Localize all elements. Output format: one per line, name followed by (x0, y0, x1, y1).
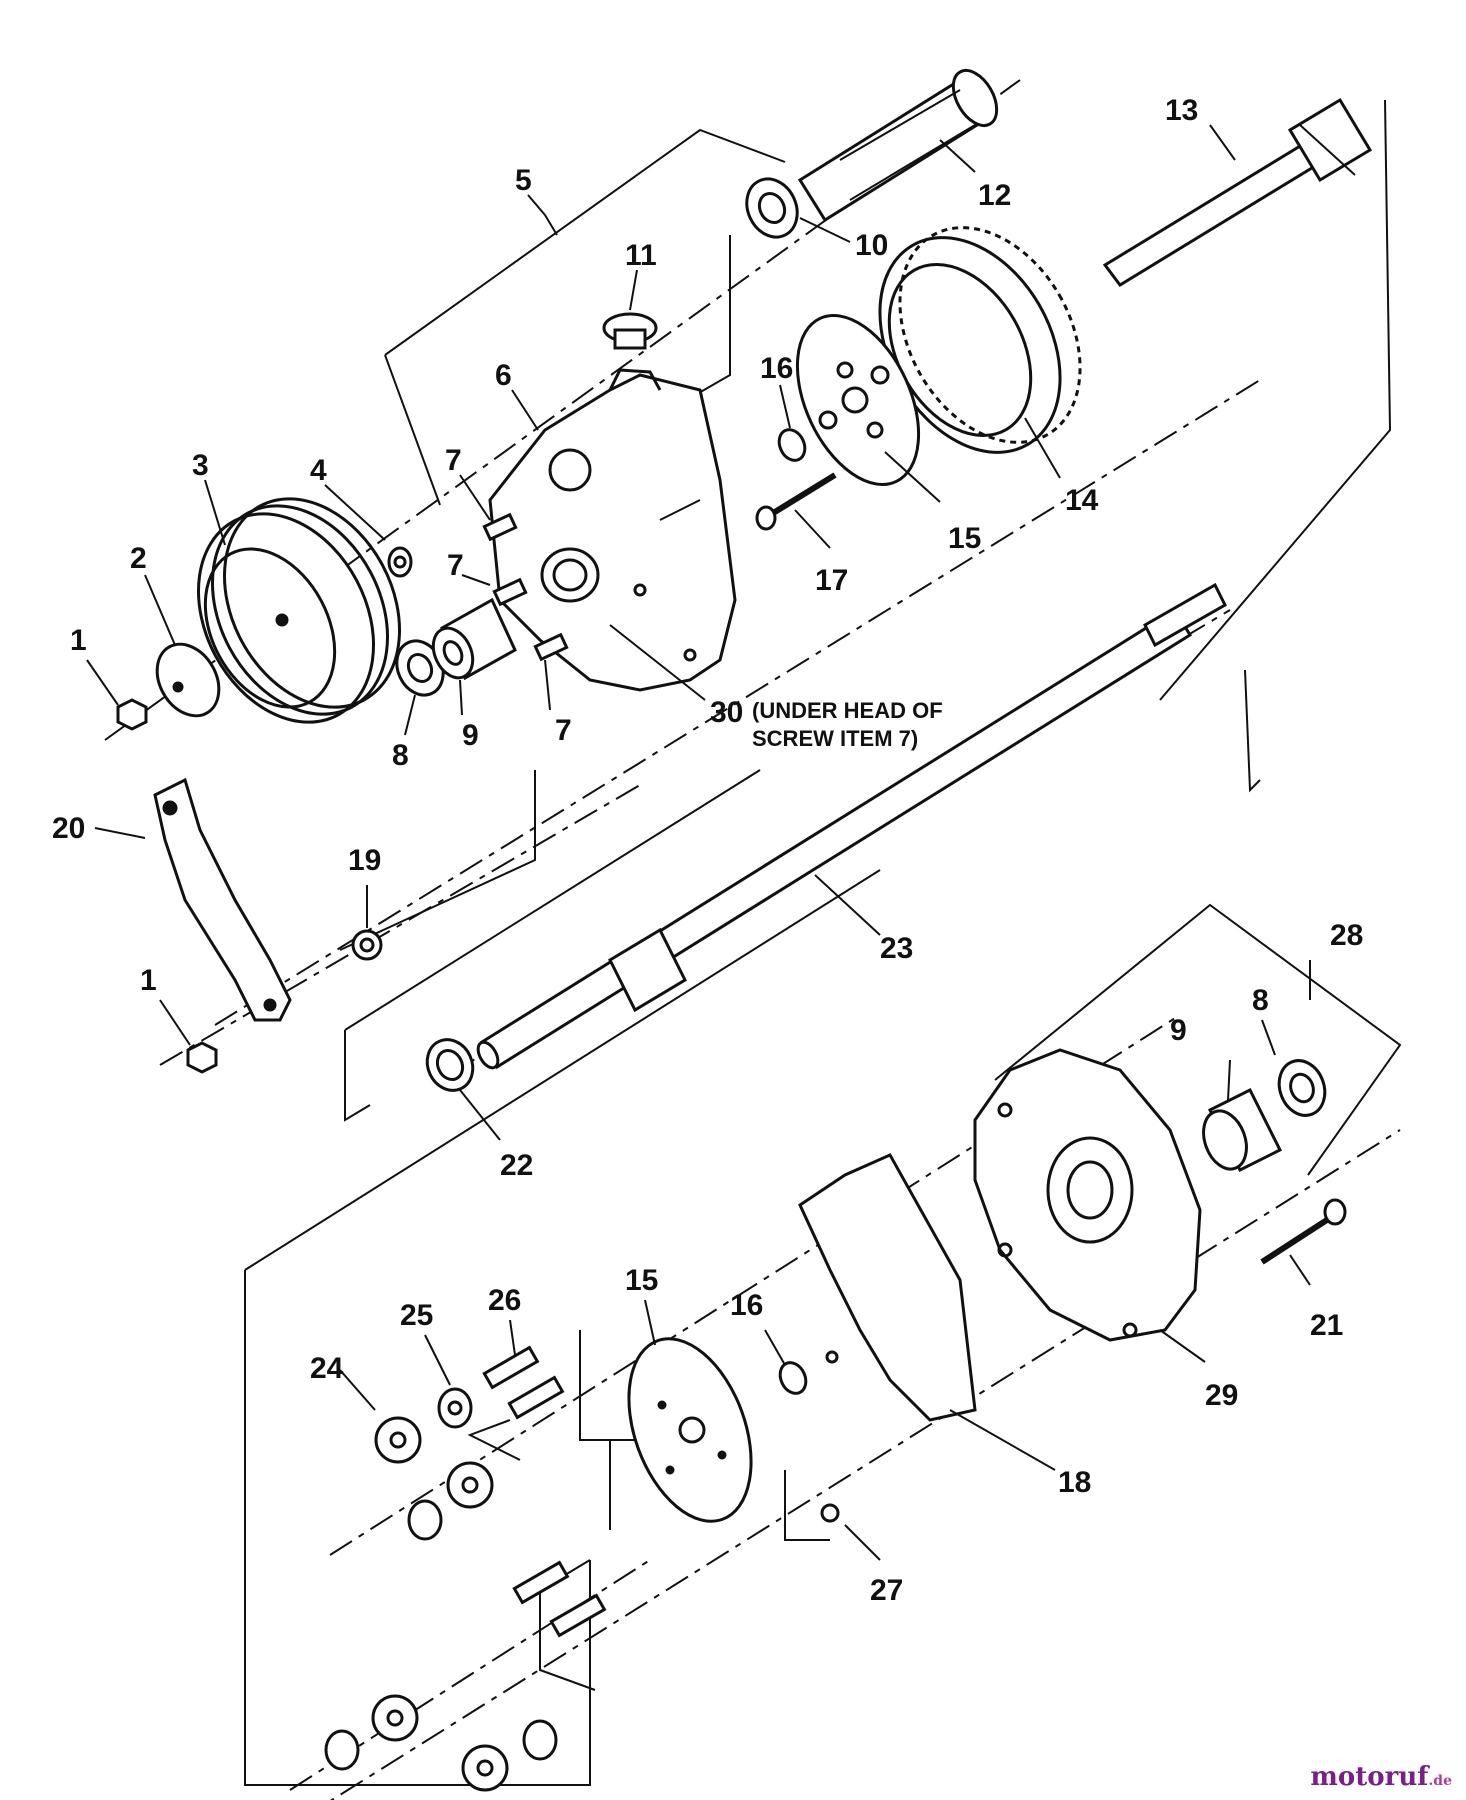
callout-22: 22 (500, 1149, 533, 1182)
callout-18: 18 (1058, 1466, 1091, 1499)
callout-5: 5 (515, 164, 532, 197)
spacer-washer-part (437, 1387, 473, 1429)
carrier-plate-part (795, 314, 921, 486)
callout-9: 9 (462, 719, 479, 752)
spacer-washer-part (407, 1499, 443, 1541)
pin-part (512, 1560, 607, 1638)
callout-labels: 1 2 3 4 5 6 7 7 7 8 9 10 11 12 13 14 15 … (52, 94, 1363, 1607)
pinion-shaft-part (1102, 97, 1373, 287)
hex-nut-part (186, 1041, 218, 1074)
screw-part (482, 512, 569, 662)
output-shaft-part (476, 582, 1227, 1070)
parts (116, 69, 1373, 1792)
callout-28: 28 (1330, 919, 1363, 952)
screw-part (755, 472, 837, 531)
gear-housing-part (488, 368, 737, 692)
spacer-part (431, 597, 517, 681)
input-shaft-part (797, 69, 999, 223)
callout-3: 3 (192, 449, 209, 482)
brand-watermark: motoruf.de (1310, 1762, 1452, 1792)
hex-nut-part (116, 698, 148, 731)
callout-21: 21 (1310, 1309, 1343, 1342)
planet-pinion-part (374, 1416, 422, 1464)
washer-part (777, 428, 807, 462)
callout-16: 16 (760, 352, 793, 385)
screw-part (1260, 1198, 1347, 1265)
callout-10: 10 (855, 229, 888, 262)
bearing-part (745, 177, 799, 239)
note-screw-item: SCREW ITEM 7) (752, 726, 918, 751)
watermark-brand: motoruf (1310, 1762, 1429, 1792)
callout-17: 17 (815, 564, 848, 597)
carrier-plate-part (627, 1337, 753, 1523)
callout-25: 25 (400, 1299, 433, 1332)
callout-7: 7 (445, 444, 462, 477)
callout-11: 11 (625, 239, 657, 272)
washer-small-part (387, 546, 413, 578)
callout-14: 14 (1065, 484, 1099, 517)
callout-16: 16 (730, 1289, 763, 1322)
callout-8: 8 (392, 739, 409, 772)
pin-part (482, 1345, 565, 1420)
callout-13: 13 (1165, 94, 1198, 127)
callout-2: 2 (130, 542, 147, 575)
callout-7: 7 (447, 549, 464, 582)
nut-part (820, 1503, 840, 1523)
planet-pinion-part (446, 1461, 494, 1509)
washer-part (778, 1361, 808, 1395)
lower-housing-part (973, 1048, 1202, 1342)
axis-lines (104, 79, 1401, 1800)
spacer-washer-part (324, 1729, 360, 1771)
vent-plug-part (602, 312, 658, 350)
washer-part (155, 642, 221, 718)
lock-washer-part (351, 929, 383, 961)
bearing-part (1277, 1059, 1327, 1117)
callout-1: 1 (70, 624, 87, 657)
callout-29: 29 (1205, 1379, 1238, 1412)
planet-pinion-part (461, 1744, 509, 1792)
callout-7: 7 (555, 714, 572, 747)
callout-9: 9 (1170, 1014, 1187, 1047)
callout-8: 8 (1252, 984, 1269, 1017)
spacer-part (1202, 1087, 1283, 1173)
callout-23: 23 (880, 932, 913, 965)
bushing-part (425, 1038, 475, 1092)
note-under-head: (UNDER HEAD OF (752, 698, 943, 723)
bracket-lines (244, 99, 1402, 1786)
spacer-washer-part (522, 1719, 558, 1761)
watermark-suffix: .de (1428, 1773, 1452, 1789)
callout-30: 30 (710, 696, 743, 729)
planet-pinion-part (371, 1694, 419, 1742)
callout-4: 4 (310, 454, 327, 487)
callout-15: 15 (948, 522, 981, 555)
callout-19: 19 (348, 844, 381, 877)
callout-1: 1 (140, 964, 157, 997)
callout-6: 6 (495, 359, 512, 392)
callout-12: 12 (978, 179, 1011, 212)
callout-26: 26 (488, 1284, 521, 1317)
mounting-bracket-part (153, 777, 292, 1022)
callout-20: 20 (52, 812, 85, 845)
pulley-part (196, 497, 402, 724)
leader-lines (86, 124, 1311, 1561)
callout-15: 15 (625, 1264, 658, 1297)
callout-24: 24 (310, 1352, 344, 1385)
callout-27: 27 (870, 1574, 903, 1607)
gasket-part (798, 1153, 977, 1422)
